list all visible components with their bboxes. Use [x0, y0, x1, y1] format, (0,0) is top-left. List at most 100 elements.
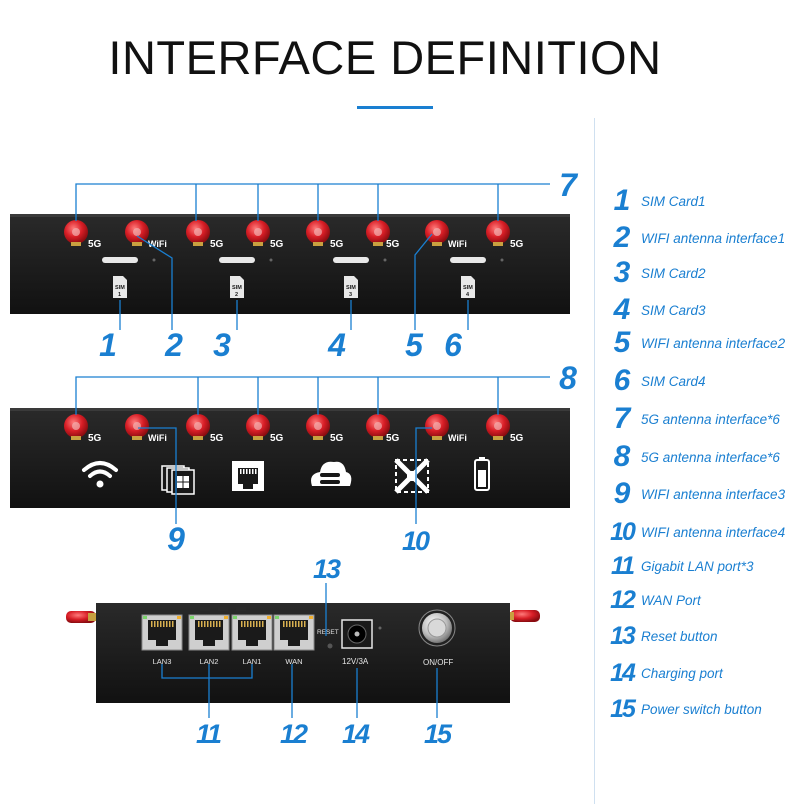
side-antenna-right [510, 610, 540, 622]
5g-antenna-connector [246, 220, 270, 246]
lan-port[interactable] [188, 614, 230, 651]
legend-label: WIFI antenna interface4 [641, 524, 786, 540]
sim-label: SIM [232, 285, 242, 291]
sim-slot[interactable] [333, 257, 387, 298]
wifi-label: WiFi [448, 433, 467, 443]
callout-14: 14 [342, 719, 370, 749]
lan-port[interactable] [231, 614, 273, 651]
legend-number: 10 [610, 518, 636, 546]
legend-number: 2 [613, 221, 631, 254]
5g-label: 5G [88, 239, 102, 250]
legend-label: Gigabit LAN port*3 [641, 558, 754, 574]
5g-label: 5G [270, 433, 284, 444]
5g-label: 5G [330, 433, 344, 444]
port-label: LAN2 [200, 657, 219, 666]
power-switch-button[interactable] [418, 609, 456, 647]
legend-number: 14 [610, 659, 636, 687]
legend-item-11: 11 Gigabit LAN port*3 [605, 551, 754, 581]
legend-number: 11 [611, 552, 635, 580]
callout-2: 2 [164, 327, 183, 363]
wifi-antenna-connector [425, 220, 449, 246]
wifi-icon [82, 461, 118, 488]
legend-label: Reset button [641, 628, 718, 644]
reset-button[interactable] [327, 643, 333, 649]
power-input-label: 12V/3A [342, 657, 369, 666]
legend-label: WAN Port [641, 592, 701, 608]
device-body-top [10, 214, 570, 314]
sim-slot-number: 1 [118, 292, 121, 298]
5g-antenna-connector [306, 414, 330, 440]
5g-label: 5G [210, 239, 224, 250]
callout-4: 4 [327, 327, 346, 363]
5g-label: 5G [386, 433, 400, 444]
callout-1: 1 [99, 327, 117, 363]
legend-label: Charging port [641, 665, 723, 681]
callout-10: 10 [402, 526, 430, 556]
reset-label: RESET [317, 629, 339, 636]
legend-label: 5G antenna interface*6 [641, 449, 780, 465]
legend-label: WIFI antenna interface3 [641, 486, 786, 502]
battery-icon [474, 457, 490, 491]
legend-number: 5 [613, 326, 631, 359]
switch-label: ON/OFF [423, 658, 453, 667]
sim-slot-number: 3 [349, 292, 352, 298]
device-body-icons [10, 408, 570, 508]
legend-number: 6 [613, 364, 631, 397]
5g-label: 5G [386, 239, 400, 250]
legend-item-5: 5 WIFI antenna interface2 [605, 328, 785, 358]
sim-slot[interactable] [102, 257, 156, 298]
5g-label: 5G [510, 239, 524, 250]
sim-slot-number: 4 [466, 292, 470, 298]
callout-11: 11 [196, 719, 221, 749]
port-label: WAN [285, 657, 302, 666]
callout-13: 13 [313, 554, 341, 584]
legend-label: SIM Card1 [641, 193, 706, 209]
legend-number: 9 [613, 477, 631, 510]
5g-label: 5G [510, 433, 524, 444]
callout-3: 3 [213, 327, 231, 363]
legend-number: 8 [613, 440, 631, 473]
sim-slot[interactable] [450, 257, 504, 298]
legend-number: 7 [613, 402, 631, 435]
legend-number: 1 [613, 184, 631, 217]
legend-number: 4 [613, 293, 631, 326]
divider-line [594, 118, 595, 804]
legend-label: WIFI antenna interface2 [641, 335, 786, 351]
5g-antenna-connector [366, 414, 390, 440]
callout-12: 12 [280, 719, 308, 749]
legend-item-6: 6 SIM Card4 [605, 366, 706, 396]
page-title: INTERFACE DEFINITION [108, 31, 662, 84]
legend-item-8: 8 5G antenna interface*6 [605, 442, 780, 472]
legend-item-1: 1 SIM Card1 [605, 186, 706, 216]
callout-numbers: 7 8 1 2 3 4 5 6 9 10 13 11 12 14 15 [99, 167, 579, 749]
charging-port[interactable] [341, 619, 373, 649]
legend-label: SIM Card2 [641, 265, 706, 281]
lan-port[interactable] [141, 614, 183, 651]
port-label: LAN3 [153, 657, 172, 666]
sim-slot[interactable] [219, 257, 273, 298]
5g-label: 5G [330, 239, 344, 250]
sim-label: SIM [463, 285, 473, 291]
wan-port[interactable] [273, 614, 315, 651]
5g-antenna-connector [486, 414, 510, 440]
5g-antenna-connector [366, 220, 390, 246]
ethernet-icon [232, 461, 264, 491]
title-underline [357, 106, 433, 109]
legend-label: SIM Card3 [641, 302, 706, 318]
5g-label: 5G [210, 433, 224, 444]
sim-label: SIM [346, 285, 356, 291]
legend-label: SIM Card4 [641, 373, 706, 389]
sim-slot-number: 2 [235, 292, 238, 298]
wifi-label: WiFi [148, 433, 167, 443]
